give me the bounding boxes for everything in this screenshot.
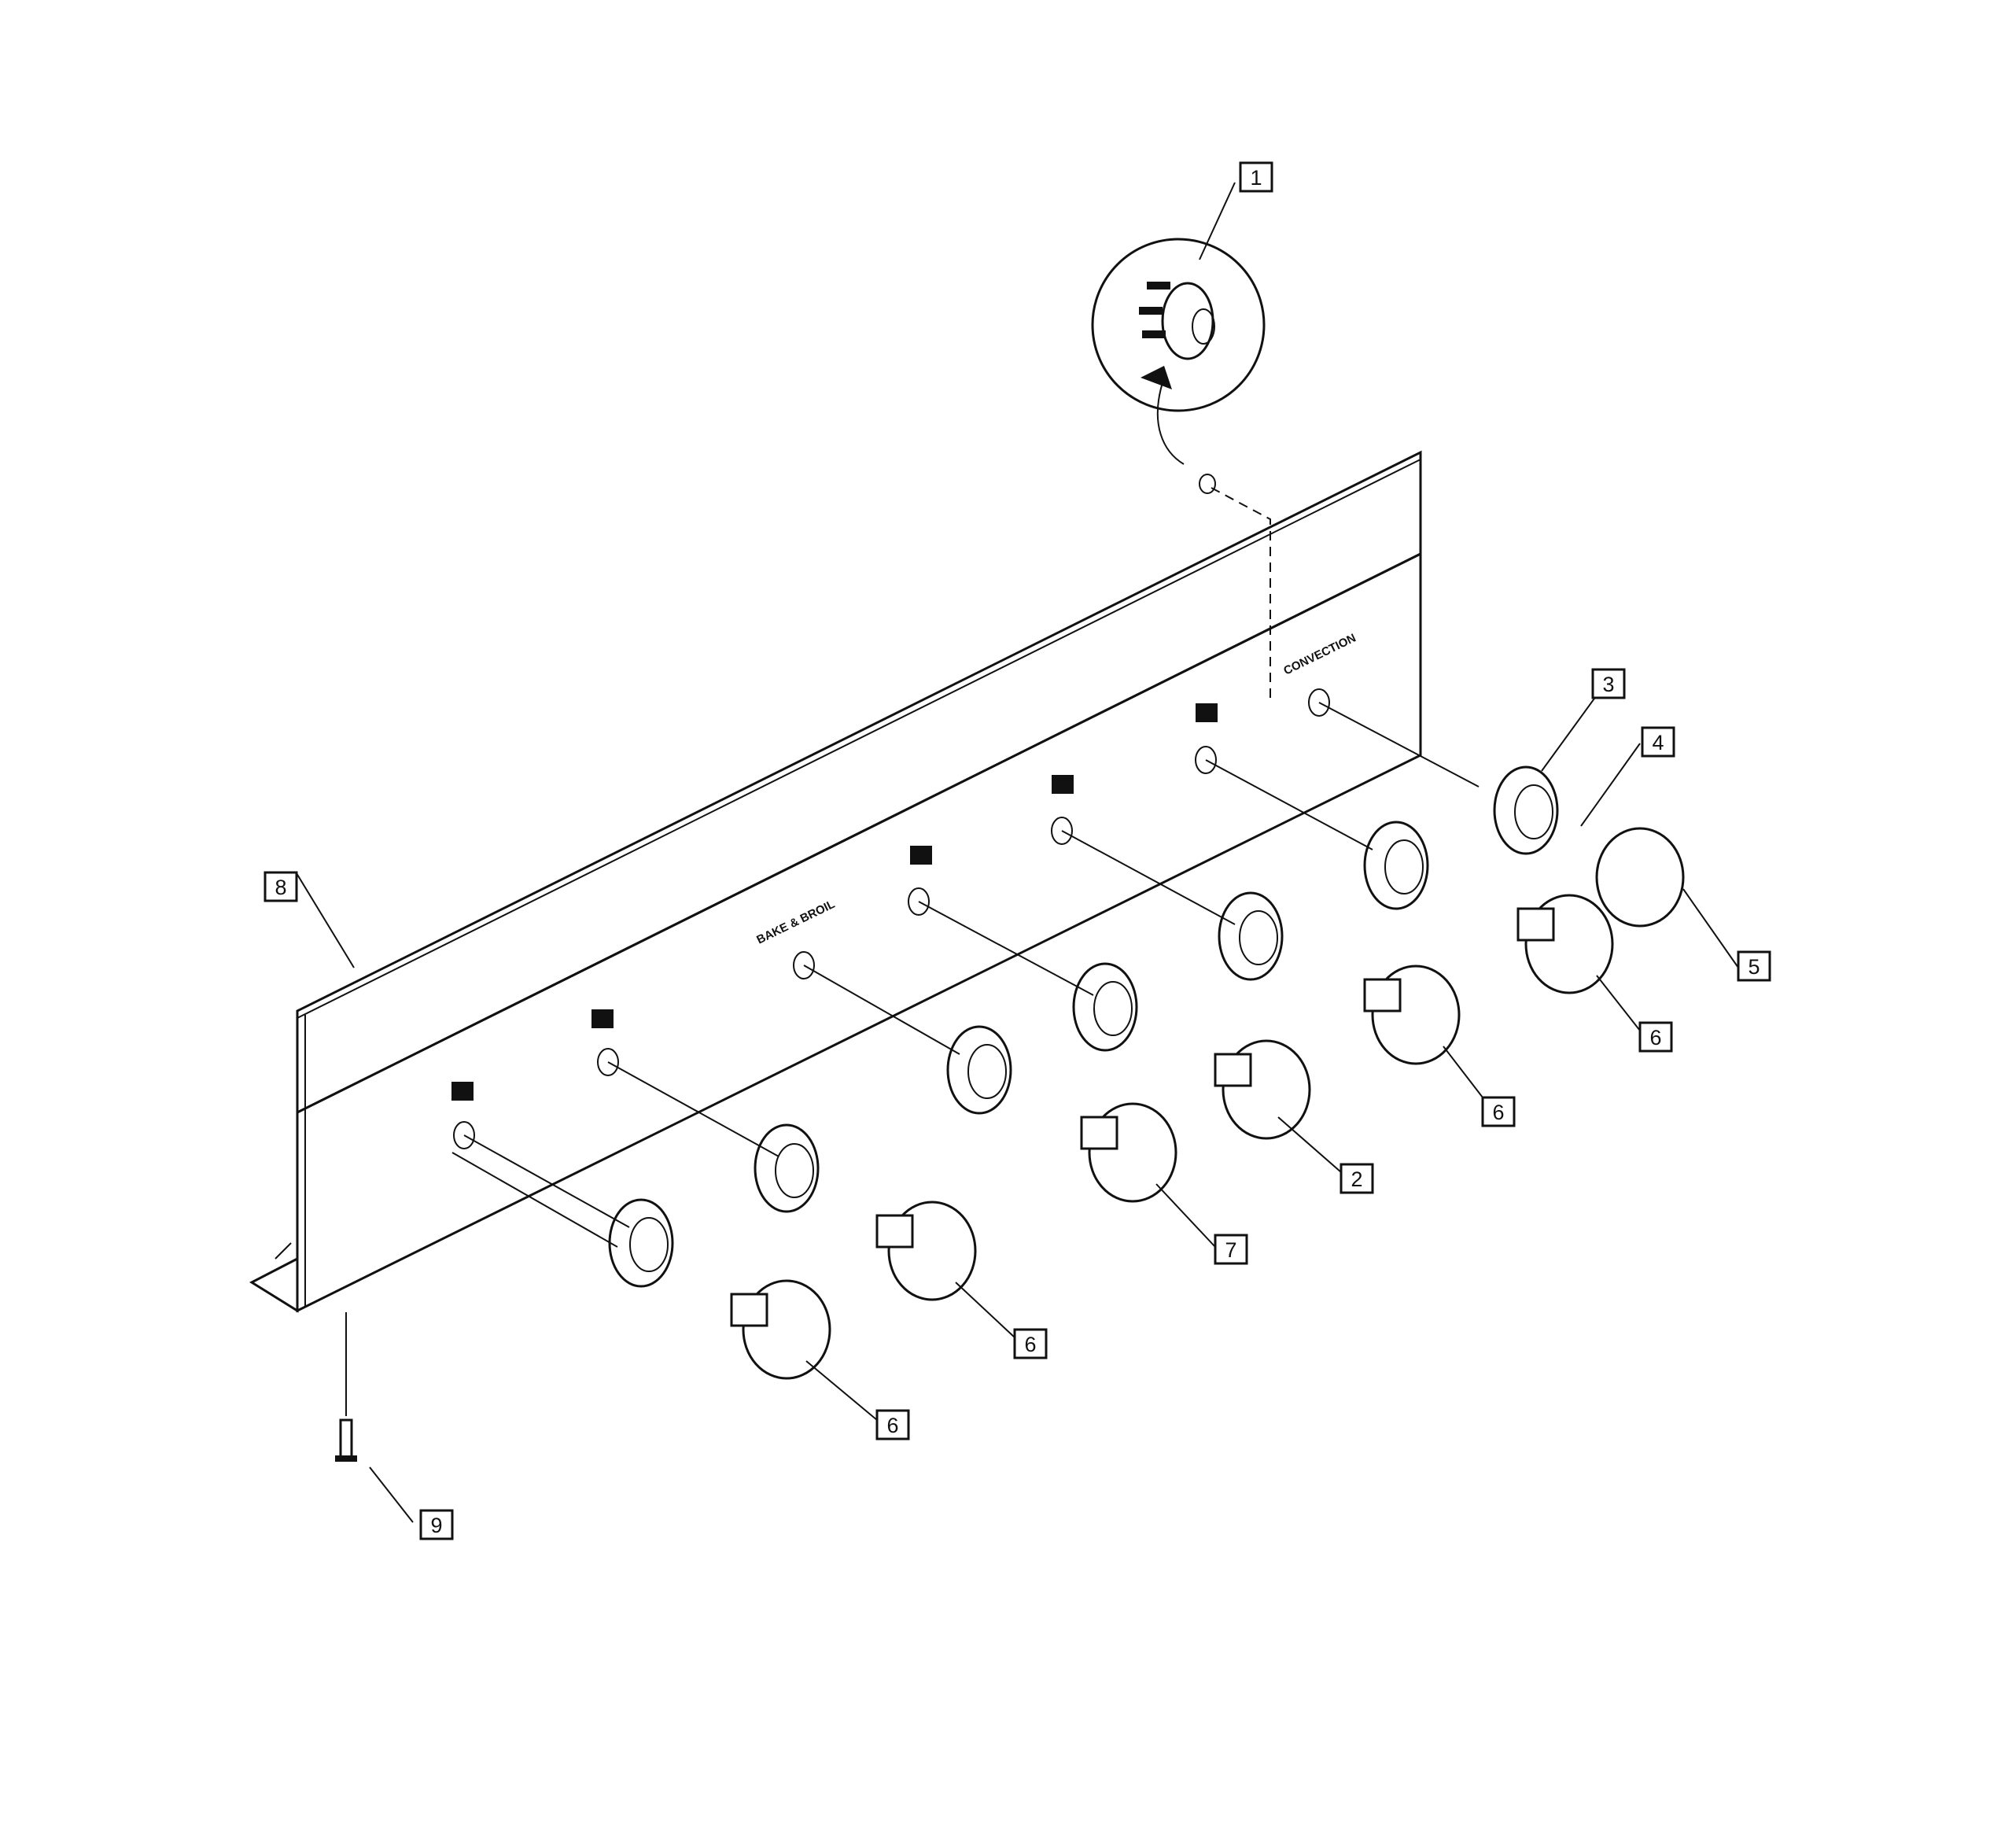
svg-text:8: 8	[275, 876, 286, 899]
knob-assembly-4	[918, 901, 1311, 1140]
callout-6a: 6	[1638, 1021, 1673, 1053]
callout-2: 2	[1340, 1163, 1374, 1194]
svg-text:6: 6	[1024, 1333, 1036, 1356]
callout-leaders	[296, 182, 1739, 1523]
burner-icons	[451, 703, 1218, 1101]
svg-text:4: 4	[1652, 731, 1664, 754]
control-detail-circle	[1091, 238, 1271, 700]
knob-assembly-3	[803, 965, 1177, 1203]
callout-6b: 6	[1481, 1096, 1516, 1127]
svg-text:3: 3	[1602, 673, 1614, 696]
svg-text:BAKE & BROIL: BAKE & BROIL	[754, 898, 837, 947]
callout-6d: 6	[875, 1409, 910, 1440]
callout-6c: 6	[1013, 1328, 1048, 1359]
svg-text:6: 6	[1492, 1101, 1504, 1124]
svg-text:7: 7	[1225, 1238, 1236, 1262]
panel-holes	[453, 688, 1330, 1149]
callout-3: 3	[1591, 668, 1626, 699]
knob-assembly-7	[1318, 702, 1685, 928]
panel-label-convection: CONVECTION	[1281, 631, 1358, 677]
callout-4: 4	[1641, 726, 1675, 758]
callout-5: 5	[1737, 950, 1771, 982]
svg-text:6: 6	[1649, 1026, 1661, 1049]
knob-assembly-5	[1061, 830, 1461, 1065]
svg-text:5: 5	[1748, 955, 1760, 979]
panel-label-bake-broil: BAKE & BROIL	[754, 898, 837, 947]
knob-assembly-1	[451, 1134, 831, 1380]
svg-text:1: 1	[1250, 166, 1262, 190]
callout-9: 9	[419, 1509, 454, 1540]
callout-1: 1	[1239, 161, 1273, 193]
svg-text:2: 2	[1351, 1167, 1362, 1191]
control-panel	[249, 450, 1422, 1313]
svg-text:9: 9	[430, 1514, 442, 1537]
screw-icon	[335, 1312, 357, 1462]
knob-assembly-6	[1205, 759, 1614, 994]
svg-text:6: 6	[886, 1414, 898, 1437]
callout-8: 8	[263, 871, 298, 902]
knob-assembly-2	[607, 1061, 977, 1301]
svg-text:CONVECTION: CONVECTION	[1281, 631, 1358, 677]
callout-7: 7	[1214, 1234, 1248, 1265]
